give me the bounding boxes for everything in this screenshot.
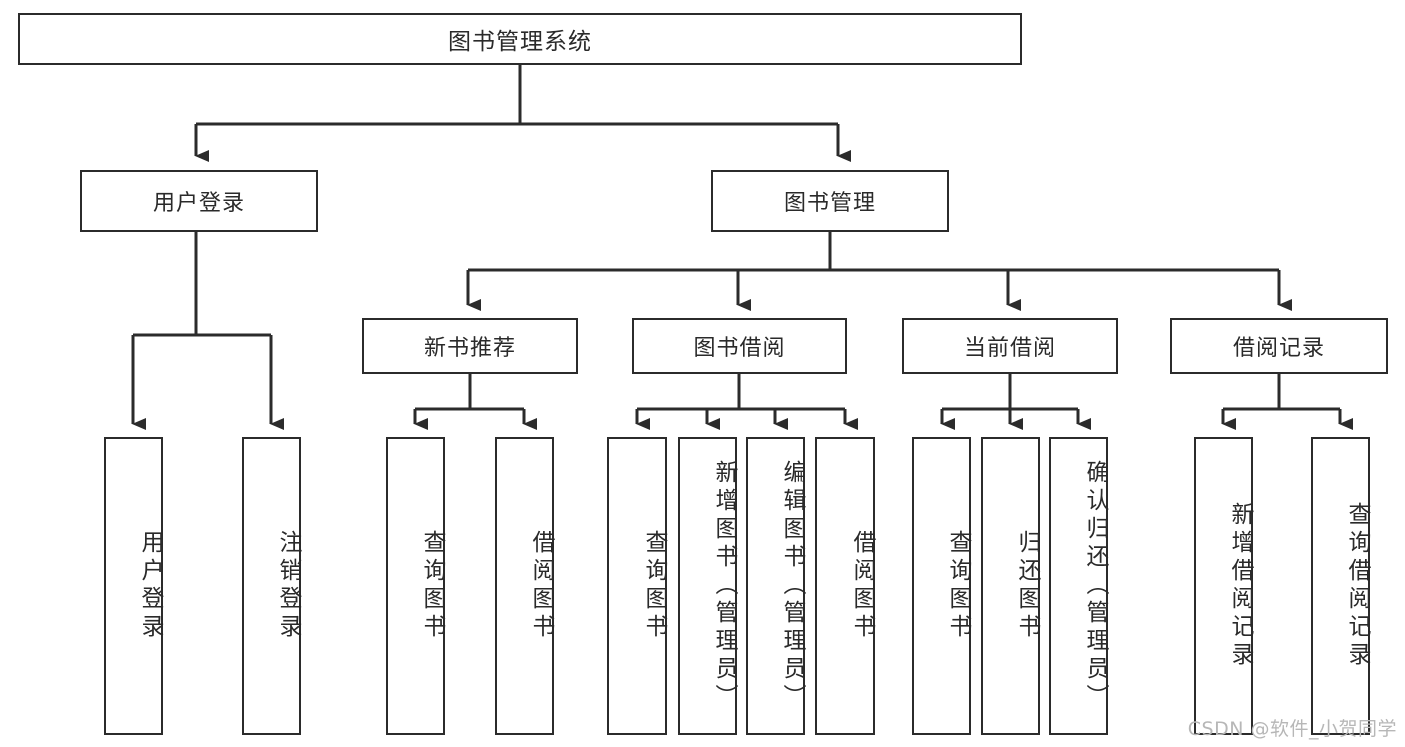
leaf-label: 确认归还（管理员） [1082, 460, 1108, 712]
node-current-borrowing[interactable]: 当前借阅 [902, 318, 1118, 374]
leaf-recommend-borrow-book[interactable]: 借阅图书 [495, 437, 554, 735]
leaf-user-login-logout[interactable]: 注销登录 [242, 437, 301, 735]
leaf-borrow-add-book-admin[interactable]: 新增图书（管理员） [678, 437, 737, 735]
leaf-label: 借阅图书 [528, 530, 554, 642]
leaf-label: 查询图书 [641, 530, 667, 642]
leaf-label: 查询借阅记录 [1344, 502, 1370, 670]
leaf-recommend-query-book[interactable]: 查询图书 [386, 437, 445, 735]
node-user-login[interactable]: 用户登录 [80, 170, 318, 232]
node-borrowing-records[interactable]: 借阅记录 [1170, 318, 1388, 374]
leaf-current-query-book[interactable]: 查询图书 [912, 437, 971, 735]
leaf-record-query-borrow-record[interactable]: 查询借阅记录 [1311, 437, 1370, 735]
leaf-borrow-borrow-book[interactable]: 借阅图书 [815, 437, 875, 735]
leaf-record-add-borrow-record[interactable]: 新增借阅记录 [1194, 437, 1253, 735]
leaf-current-return-book[interactable]: 归还图书 [981, 437, 1040, 735]
leaf-borrow-query-book[interactable]: 查询图书 [607, 437, 667, 735]
node-root-library-management-system[interactable]: 图书管理系统 [18, 13, 1022, 65]
leaf-label: 借阅图书 [849, 530, 875, 642]
leaf-label: 用户登录 [137, 530, 163, 642]
node-new-book-recommendation[interactable]: 新书推荐 [362, 318, 578, 374]
leaf-borrow-edit-book-admin[interactable]: 编辑图书（管理员） [746, 437, 805, 735]
leaf-label: 查询图书 [419, 530, 445, 642]
node-book-borrowing[interactable]: 图书借阅 [632, 318, 847, 374]
leaf-current-confirm-return-admin[interactable]: 确认归还（管理员） [1049, 437, 1108, 735]
leaf-label: 编辑图书（管理员） [779, 460, 805, 712]
leaf-label: 归还图书 [1014, 530, 1040, 642]
leaf-label: 注销登录 [275, 530, 301, 642]
leaf-label: 新增借阅记录 [1227, 502, 1253, 670]
leaf-user-login-login[interactable]: 用户登录 [104, 437, 163, 735]
leaf-label: 查询图书 [945, 530, 971, 642]
csdn-watermark: CSDN @软件_小贺同学 [1187, 718, 1397, 740]
leaf-label: 新增图书（管理员） [711, 460, 737, 712]
node-book-management[interactable]: 图书管理 [711, 170, 949, 232]
